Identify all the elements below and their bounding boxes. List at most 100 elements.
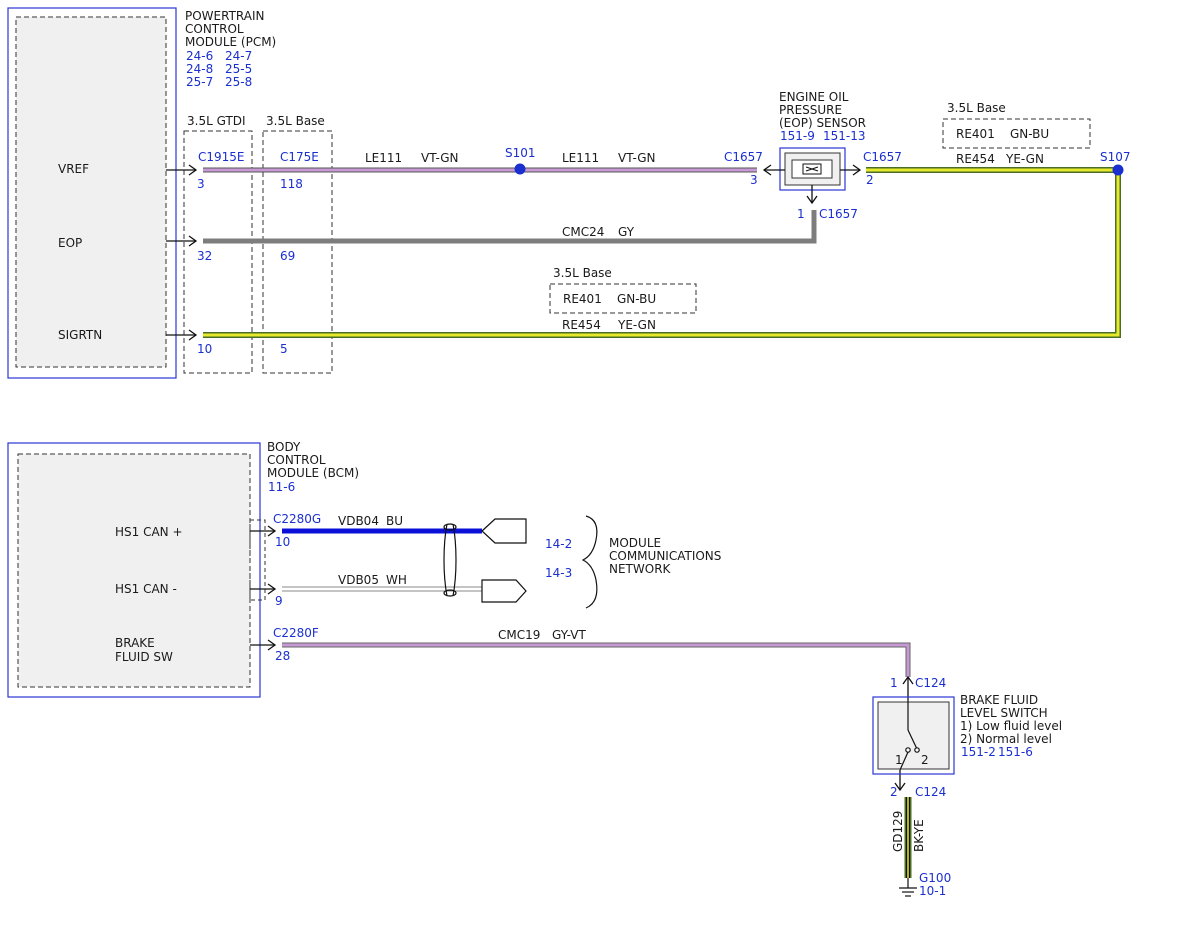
svg-text:CONTROL: CONTROL: [267, 453, 326, 467]
alt-circuit-box-middle: 3.5L Base RE401 GN-BU: [549, 266, 697, 314]
svg-text:CONTROL: CONTROL: [185, 22, 244, 36]
bcm-pin-brake-line2: FLUID SW: [115, 650, 173, 664]
network-ref-label: 14-2: [545, 537, 572, 551]
wire-color-label: BU: [386, 514, 403, 528]
ground-g100: G100: [919, 871, 951, 885]
network-label: MODULE COMMUNICATIONS NETWORK: [609, 536, 721, 576]
svg-text:(EOP) SENSOR: (EOP) SENSOR: [779, 116, 866, 130]
splice-s107: [1112, 164, 1124, 176]
svg-text:ENGINE OIL: ENGINE OIL: [779, 90, 849, 104]
wire-color-label: YE-GN: [1005, 152, 1044, 166]
pin-label: 3: [197, 177, 205, 191]
wire-color-label: VT-GN: [618, 151, 655, 165]
pin-label: 118: [280, 177, 303, 191]
pin-label: 5: [280, 342, 288, 356]
svg-text:GN-BU: GN-BU: [617, 292, 656, 306]
pin-label: 1: [890, 676, 898, 690]
eop-sensor: [779, 147, 846, 191]
bcm-pin-hs1-can-plus: HS1 CAN +: [115, 525, 183, 539]
svg-text:POWERTRAIN: POWERTRAIN: [185, 9, 265, 23]
connector-c1915e: C1915E: [198, 150, 245, 164]
connector-c175e: C175E: [280, 150, 319, 164]
svg-text:COMMUNICATIONS: COMMUNICATIONS: [609, 549, 721, 563]
svg-text:NETWORK: NETWORK: [609, 562, 672, 576]
pcm-pin-vref: VREF: [58, 162, 89, 176]
wire-color-label: BK-YE: [912, 819, 926, 852]
svg-text:24-6: 24-6: [186, 49, 213, 63]
wire-cmc19: [282, 642, 911, 677]
wire-color-label: YE-GN: [617, 318, 656, 332]
pin-label: 9: [275, 594, 283, 608]
wire-circuit-label: VDB04: [338, 514, 379, 528]
connector-c2280g: C2280G: [273, 512, 321, 526]
wire-re454: [203, 167, 1121, 338]
svg-text:GN-BU: GN-BU: [1010, 127, 1049, 141]
connector-c124-bottom: C124: [915, 785, 946, 799]
wire-circuit-label: RE454: [562, 318, 601, 332]
alt-circuit-box-top: 3.5L Base RE401 GN-BU: [942, 101, 1091, 149]
connector-c1657-left: C1657: [724, 150, 763, 164]
pin-label: 69: [280, 249, 295, 263]
pcm-pin-arrows: [166, 164, 198, 341]
svg-text:BRAKE FLUID: BRAKE FLUID: [960, 693, 1038, 707]
pin-label: 1: [797, 207, 805, 221]
pcm-module: [7, 7, 177, 379]
svg-text:1) Low fluid level: 1) Low fluid level: [960, 719, 1062, 733]
pcm-pin-eop: EOP: [58, 236, 82, 250]
wire-circuit-label: RE454: [956, 152, 995, 166]
pin-label: 2: [890, 785, 898, 799]
svg-text:BODY: BODY: [267, 440, 301, 454]
wire-color-label: GY: [618, 225, 635, 239]
splice-s101: [514, 163, 526, 175]
connector-c2280g-outline: [249, 519, 266, 601]
svg-text:3.5L Base: 3.5L Base: [947, 101, 1006, 115]
brake-switch-arrows: [894, 675, 914, 792]
brake-fluid-switch: [872, 696, 955, 775]
wire-circuit-label: LE111: [562, 151, 599, 165]
variant-gtdi-box: 3.5L GTDI: [183, 114, 253, 374]
brake-switch-title: BRAKE FLUID LEVEL SWITCH 1) Low fluid le…: [960, 693, 1062, 759]
ground-icon: [899, 878, 917, 897]
pcm-references: 24-6 24-7 24-8 25-5 25-7 25-8: [186, 49, 252, 89]
pin-label: 10: [197, 342, 212, 356]
switch-contact-icon: [899, 700, 920, 771]
svg-text:MODULE: MODULE: [609, 536, 661, 550]
wire-circuit-label: GD129: [891, 811, 905, 852]
wire-color-label: WH: [386, 573, 407, 587]
svg-text:MODULE (BCM): MODULE (BCM): [267, 466, 359, 480]
network-ref-label: 14-3: [545, 566, 572, 580]
svg-text:RE401: RE401: [956, 127, 995, 141]
svg-text:151-6: 151-6: [998, 745, 1033, 759]
pin-label: 28: [275, 649, 290, 663]
bcm-title: BODY CONTROL MODULE (BCM) 11-6: [267, 440, 359, 494]
wire-color-label: GY-VT: [552, 628, 586, 642]
wire-circuit-label: CMC24: [562, 225, 604, 239]
connector-c124-top: C124: [915, 676, 946, 690]
connector-c1657-right: C1657: [863, 150, 902, 164]
svg-text:MODULE (PCM): MODULE (PCM): [185, 35, 276, 49]
network-brace: [581, 515, 598, 609]
pcm-title: POWERTRAIN CONTROL MODULE (PCM): [185, 9, 276, 49]
wire-color-label: VT-GN: [421, 151, 458, 165]
svg-text:3.5L GTDI: 3.5L GTDI: [187, 114, 246, 128]
splice-s107-label: S107: [1100, 150, 1131, 164]
twisted-pair-icon: [443, 523, 457, 597]
splice-s101-label: S101: [505, 146, 536, 160]
network-connector-arrows: [481, 518, 527, 603]
eop-sensor-title: ENGINE OIL PRESSURE (EOP) SENSOR 151-9 1…: [779, 90, 866, 143]
connector-c1657-bottom: C1657: [819, 207, 858, 221]
svg-text:25-8: 25-8: [225, 75, 252, 89]
svg-text:2) Normal level: 2) Normal level: [960, 732, 1052, 746]
eop-sensor-arrows: [762, 164, 862, 205]
pcm-pin-sigrtn: SIGRTN: [58, 328, 102, 342]
svg-text:3.5L Base: 3.5L Base: [266, 114, 325, 128]
pin-label: 3: [750, 173, 758, 187]
svg-text:LEVEL SWITCH: LEVEL SWITCH: [960, 706, 1048, 720]
svg-text:24-7: 24-7: [225, 49, 252, 63]
wire-cmc24: [203, 210, 817, 244]
svg-text:151-13: 151-13: [823, 129, 866, 143]
bcm-pin-arrows: [250, 525, 277, 651]
ground-ref: 10-1: [919, 884, 946, 898]
svg-text:PRESSURE: PRESSURE: [779, 103, 842, 117]
